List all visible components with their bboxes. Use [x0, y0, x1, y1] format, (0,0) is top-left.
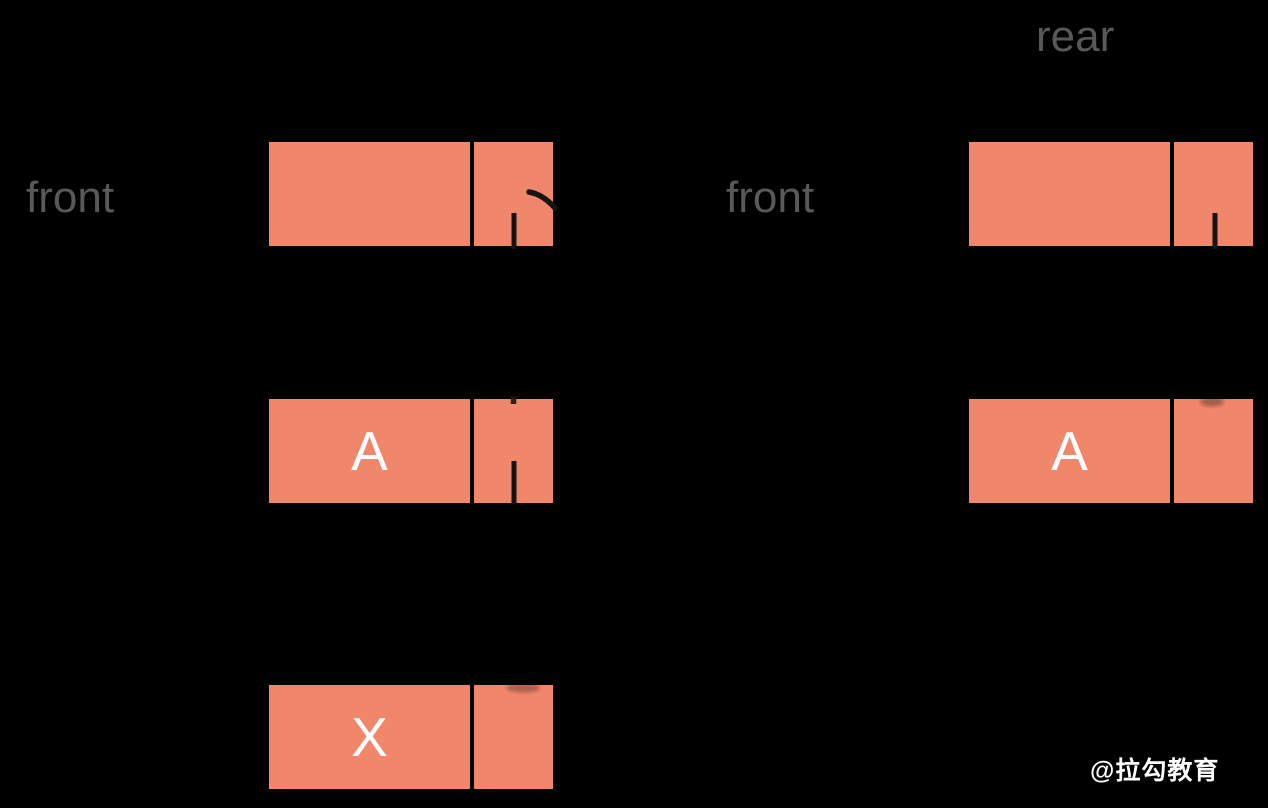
node-data-cell: A: [351, 419, 388, 482]
watermark: @拉勾教育: [1090, 757, 1220, 785]
front-label-left: front: [26, 173, 115, 222]
cell-divider: [1170, 399, 1174, 503]
cell-divider: [470, 685, 474, 789]
cell-divider: [470, 399, 474, 503]
node-pointer-cell: [1174, 142, 1253, 246]
queue-node-left-x: X: [269, 685, 553, 789]
queue-node-left-a: A: [269, 399, 553, 503]
front-label-right: front: [726, 173, 815, 222]
node-pointer-cell: [1174, 399, 1253, 503]
rear-label: rear: [1036, 12, 1115, 61]
node-pointer-cell: [474, 399, 553, 503]
node-data-cell: X: [351, 705, 388, 768]
node-data-cell: [269, 142, 470, 246]
cell-divider: [470, 142, 474, 246]
node-pointer-cell: [474, 685, 553, 789]
node-data-cell: A: [1051, 419, 1088, 482]
node-data-cell: [969, 142, 1170, 246]
queue-node-left-head: [269, 142, 553, 246]
node-pointer-cell: [474, 142, 553, 246]
cell-divider: [1170, 142, 1174, 246]
queue-node-right-a: A: [969, 399, 1253, 503]
queue-node-right-head: [969, 142, 1253, 246]
